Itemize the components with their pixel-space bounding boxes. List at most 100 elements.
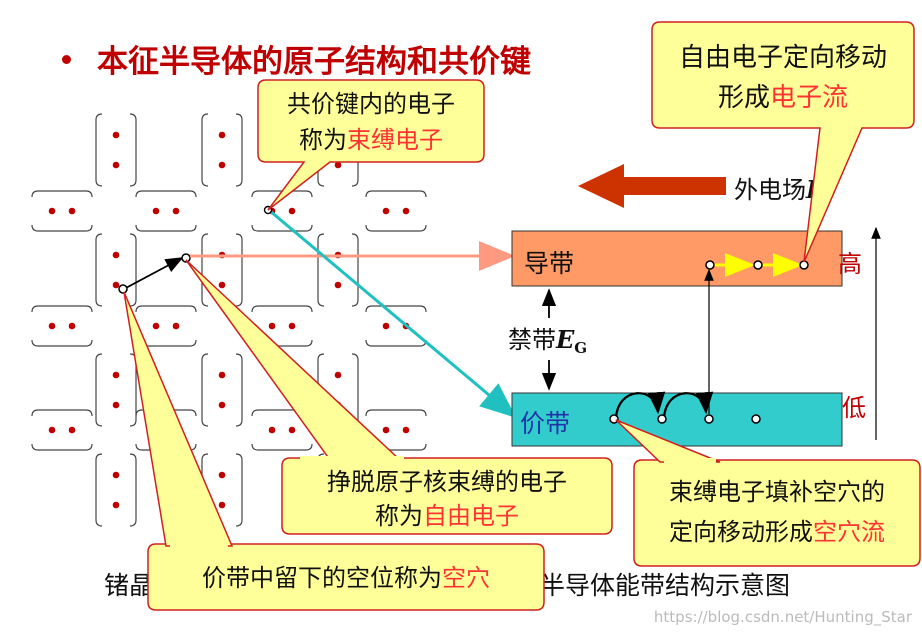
bond-bracket bbox=[135, 305, 197, 313]
bond-electron bbox=[288, 322, 296, 330]
bond-bracket bbox=[95, 113, 103, 187]
bond-bracket bbox=[31, 190, 93, 198]
crystal-lattice bbox=[31, 113, 427, 527]
callout-current-line1: 自由电子定向移动 bbox=[679, 43, 887, 73]
bond-bracket bbox=[365, 409, 427, 417]
bond-electron bbox=[382, 322, 390, 330]
band-gap-label: 禁带EG bbox=[508, 325, 587, 357]
bond-bracket bbox=[135, 190, 197, 198]
callout-hole-current: 束缚电子填补空穴的 定向移动形成空穴流 bbox=[615, 419, 921, 567]
bond-electron bbox=[68, 207, 76, 215]
bond-bracket bbox=[31, 339, 93, 347]
bond-bracket bbox=[129, 353, 137, 427]
callout-bound-line2: 称为束缚电子 bbox=[299, 126, 443, 154]
bond-electron bbox=[218, 281, 226, 289]
energy-low-label: 低 bbox=[842, 394, 866, 422]
electron-dot bbox=[799, 260, 809, 270]
bond-bracket bbox=[251, 224, 313, 232]
valence-band-label: 价带 bbox=[520, 409, 570, 438]
callout-hole-text: 价带中留下的空位称为空穴 bbox=[202, 564, 490, 592]
bond-electron bbox=[268, 426, 276, 434]
bond-electron bbox=[268, 322, 276, 330]
bond-bracket bbox=[31, 305, 93, 313]
bond-electron bbox=[112, 501, 120, 509]
watermark: https://blog.csdn.net/Hunting_Star bbox=[653, 608, 912, 626]
electron-escape-arrow bbox=[123, 257, 184, 290]
bond-electron bbox=[288, 426, 296, 434]
callout-hole: 价带中留下的空位称为空穴 bbox=[123, 291, 545, 611]
callout-free-line1: 挣脱原子核束缚的电子 bbox=[327, 468, 567, 496]
bond-bracket bbox=[365, 305, 427, 313]
callout-current-line2: 形成电子流 bbox=[718, 83, 848, 113]
bond-bracket bbox=[365, 224, 427, 232]
bond-bracket bbox=[201, 233, 209, 307]
bond-bracket bbox=[251, 443, 313, 451]
bond-bracket bbox=[129, 113, 137, 187]
bond-electron bbox=[172, 207, 180, 215]
bond-electron bbox=[382, 426, 390, 434]
bond-electron bbox=[334, 281, 342, 289]
bond-bracket bbox=[135, 224, 197, 232]
bond-bracket bbox=[201, 113, 209, 187]
bond-electron bbox=[48, 426, 56, 434]
bond-bracket bbox=[95, 233, 103, 307]
page-title: 本征半导体的原子结构和共价键 bbox=[62, 36, 531, 81]
bond-bracket bbox=[365, 190, 427, 198]
callout-electron-current: 自由电子定向移动 形成电子流 bbox=[651, 21, 915, 263]
bond-electron bbox=[112, 471, 120, 479]
caption-right: 半导体能带结构示意图 bbox=[540, 571, 790, 600]
bond-electron bbox=[152, 322, 160, 330]
bond-electron bbox=[218, 161, 226, 169]
bond-electron bbox=[152, 207, 160, 215]
bond-electron bbox=[112, 131, 120, 139]
valence-electron-dot bbox=[704, 414, 714, 424]
bond-electron bbox=[218, 401, 226, 409]
bond-electron bbox=[382, 207, 390, 215]
bond-electron bbox=[218, 371, 226, 379]
bond-bracket bbox=[235, 233, 243, 307]
bond-bracket bbox=[31, 443, 93, 451]
bond-electron bbox=[402, 207, 410, 215]
bond-bracket bbox=[351, 233, 359, 307]
bond-bracket bbox=[235, 353, 243, 427]
bond-bracket bbox=[201, 353, 209, 427]
bond-electron bbox=[112, 401, 120, 409]
bond-electron bbox=[112, 251, 120, 259]
bullet-icon bbox=[62, 55, 71, 64]
conduction-band-label: 导带 bbox=[524, 249, 574, 278]
energy-high-label: 高 bbox=[838, 250, 862, 278]
hole-dot bbox=[751, 414, 761, 424]
valence-electron-dot bbox=[657, 414, 667, 424]
electron-dot bbox=[753, 260, 763, 270]
bond-electron bbox=[334, 371, 342, 379]
bond-bracket bbox=[95, 453, 103, 527]
bond-bracket bbox=[317, 233, 325, 307]
callout-bound-electron: 共价键内的电子 称为束缚电子 bbox=[257, 79, 485, 211]
bond-electron bbox=[48, 207, 56, 215]
bond-electron bbox=[112, 371, 120, 379]
bond-bracket bbox=[251, 305, 313, 313]
bond-electron bbox=[112, 161, 120, 169]
bond-electron bbox=[288, 207, 296, 215]
bound-electron-to-valence-arrow bbox=[269, 209, 517, 418]
bond-electron bbox=[218, 501, 226, 509]
bond-electron bbox=[334, 161, 342, 169]
bond-electron bbox=[218, 131, 226, 139]
bond-bracket bbox=[129, 233, 137, 307]
bond-electron bbox=[112, 281, 120, 289]
bond-electron bbox=[218, 471, 226, 479]
callout-free-electron: 挣脱原子核束缚的电子 称为自由电子 bbox=[185, 259, 613, 535]
callout-free-line2: 称为自由电子 bbox=[375, 502, 519, 530]
caption-left: 锗晶 bbox=[104, 571, 154, 600]
callout-hole-current-line1: 束缚电子填补空穴的 bbox=[669, 478, 885, 506]
electron-dot bbox=[705, 260, 715, 270]
bond-bracket bbox=[129, 453, 137, 527]
bond-electron bbox=[48, 322, 56, 330]
callout-hole-current-line2: 定向移动形成空穴流 bbox=[669, 518, 885, 546]
bond-bracket bbox=[95, 353, 103, 427]
field-direction-arrow bbox=[578, 164, 726, 208]
bond-electron bbox=[68, 426, 76, 434]
hole-hop-arrow bbox=[614, 391, 666, 419]
callout-bound-line1: 共价键内的电子 bbox=[287, 90, 455, 118]
